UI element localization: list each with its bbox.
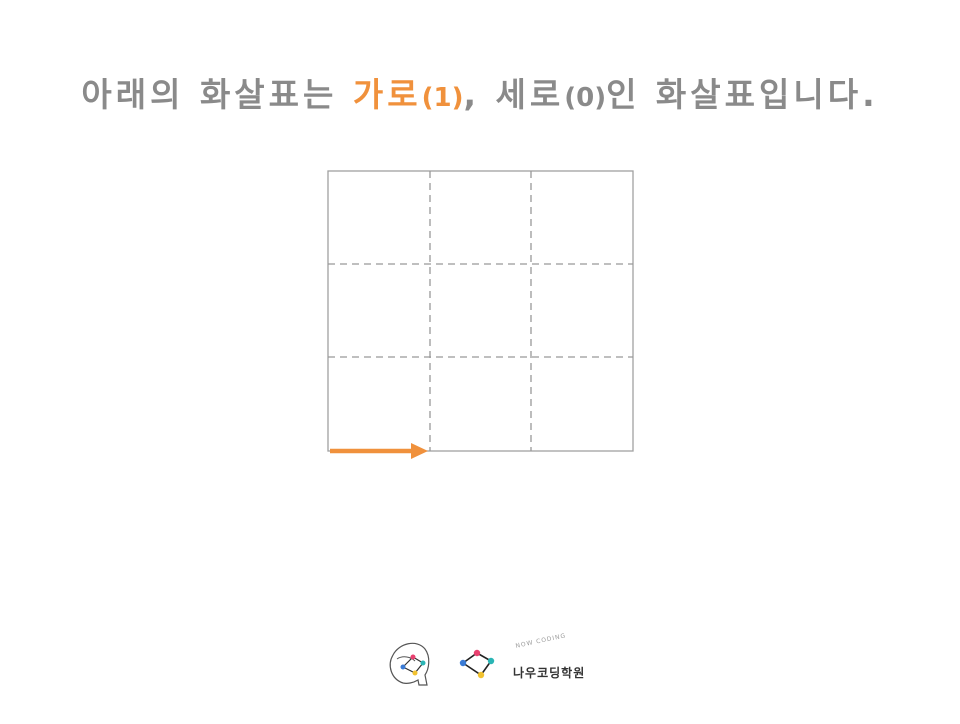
title-part1: 아래의 화살표는	[81, 75, 353, 114]
node-blue-icon	[400, 664, 406, 670]
page-title: 아래의 화살표는 가로(1), 세로(0)인 화살표입니다.	[0, 68, 960, 116]
title-highlight-paren: (1)	[421, 83, 464, 113]
node-teal-icon	[420, 660, 426, 666]
mark-node-yellow-icon	[477, 671, 485, 679]
grid-border	[327, 170, 634, 452]
node-pink-icon	[410, 654, 416, 660]
arrow-head	[411, 443, 428, 459]
title-part2: , 세로	[463, 75, 565, 114]
head-detail-icon	[396, 656, 416, 662]
mark-lines-icon	[462, 652, 493, 677]
title-paren2: (0)	[564, 83, 607, 113]
mark-node-blue-icon	[459, 659, 467, 667]
node-yellow-icon	[412, 670, 418, 676]
mark-node-pink-icon	[473, 649, 481, 657]
title-highlight-word: 가로	[352, 75, 422, 114]
mark-node-teal-icon	[487, 657, 495, 665]
head-outline-icon	[389, 642, 430, 686]
logo: NOW CODING 나우코딩학원	[385, 632, 605, 693]
logo-subtitle: NOW CODING	[515, 632, 567, 650]
logo-brand-text: 나우코딩학원	[513, 666, 586, 680]
title-part3: 인 화살표입니다.	[606, 75, 879, 114]
logo-icon	[389, 642, 495, 686]
